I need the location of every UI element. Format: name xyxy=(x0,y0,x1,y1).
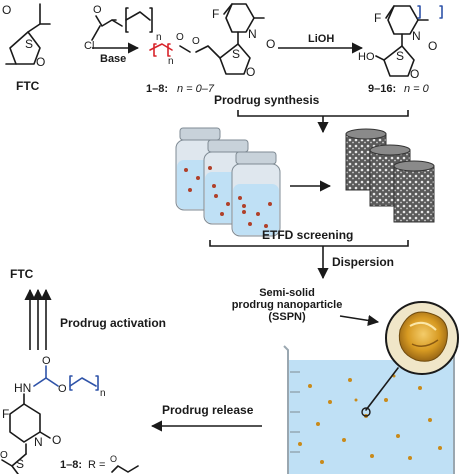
atom-f-a: F xyxy=(212,7,219,21)
atom-n-c: N xyxy=(34,435,43,449)
bottom-series-number: 1–8: xyxy=(60,459,82,471)
bottom-series-r: R = xyxy=(88,459,105,471)
atom-o-b-ring: O xyxy=(410,67,419,81)
atom-s-ftc: S xyxy=(25,37,33,51)
beaker xyxy=(283,345,459,474)
atom-o-a-ester: O xyxy=(192,36,200,47)
sspn-line1: Semi-solid xyxy=(259,287,315,299)
red-n-label: n xyxy=(168,56,174,67)
atom-o-c-link: O xyxy=(58,383,67,395)
atom-o-c-carbonyl: O xyxy=(52,433,61,447)
atom-s-b: S xyxy=(396,49,404,63)
atom-n-a: N xyxy=(248,27,257,41)
ftc-label: FTC xyxy=(16,79,40,93)
prodrug-synthesis-label: Prodrug synthesis xyxy=(214,93,320,107)
etfd-label: ETFD screening xyxy=(262,228,353,242)
magnify-origin xyxy=(361,407,371,417)
sspn-pointer-arrow xyxy=(339,314,380,326)
released-prodrug-structure: HN O O n F N O S O 1–8: R = O xyxy=(0,355,139,474)
series-b-number: 9–16: xyxy=(368,83,396,95)
series-b-range: n = 0 xyxy=(404,83,430,95)
atom-n-b: N xyxy=(412,29,421,43)
series-a-range: n = 0–7 xyxy=(177,83,215,95)
prodrug-release-label: Prodrug release xyxy=(162,403,254,417)
ftc-structure: O S O FTC xyxy=(2,3,51,93)
atom-f-c: F xyxy=(2,407,9,421)
magnify-line xyxy=(365,367,399,411)
reagent-n: n xyxy=(156,32,162,43)
atom-o-b-carbonyl: O xyxy=(428,39,437,53)
bottom-n-label: n xyxy=(100,388,106,399)
etfd-bracket xyxy=(209,240,409,247)
dispersion-label: Dispersion xyxy=(332,255,394,269)
atom-o-a-carbonyl: O xyxy=(266,37,275,51)
merge-bracket xyxy=(237,110,409,117)
atom-o-ftc-ring: O xyxy=(36,55,45,69)
atom-f-b: F xyxy=(374,11,381,25)
atom-o-a-ring: O xyxy=(246,65,255,79)
vials-group xyxy=(175,127,281,237)
atom-o-c-r: O xyxy=(0,450,8,461)
final-ftc-label: FTC xyxy=(10,267,34,281)
atom-hn-c: HN xyxy=(14,381,31,395)
prodrug-structure-1-8: F N O S O O O n 1–8: n = 0–7 xyxy=(146,3,275,95)
vial-3 xyxy=(231,151,281,237)
atom-s-a: S xyxy=(232,47,240,61)
reagent-cl: Cl xyxy=(84,40,94,52)
reagent-o: O xyxy=(93,4,102,16)
prodrug-activation-label: Prodrug activation xyxy=(60,316,166,330)
acyl-chloride-reagent: O Cl n xyxy=(84,4,162,52)
atom-ho-b: HO xyxy=(358,51,375,63)
beaker-particles xyxy=(298,374,442,464)
nanoparticle-zoom xyxy=(385,301,459,375)
activation-arrows xyxy=(24,288,52,350)
dried-scaffolds xyxy=(345,128,435,223)
atom-o-ftc-top: O xyxy=(2,3,11,17)
sspn-line3: (SSPN) xyxy=(268,311,306,323)
atom-o-c-top: O xyxy=(42,355,51,367)
lioh-label: LiOH xyxy=(308,33,334,45)
beaker-graduations xyxy=(290,371,300,453)
scaffold-3 xyxy=(393,160,435,223)
atom-s-c: S xyxy=(16,457,24,471)
series-a-number: 1–8: xyxy=(146,83,168,95)
bottom-r-o: O xyxy=(110,454,117,464)
prodrug-structure-9-16: F N O S O HO 9–16: n = 0 xyxy=(358,5,443,95)
atom-o-a-link: O xyxy=(176,32,184,43)
base-label: Base xyxy=(100,53,126,65)
vial-particles xyxy=(184,166,272,228)
sspn-line2: prodrug nanoparticle xyxy=(232,299,343,311)
